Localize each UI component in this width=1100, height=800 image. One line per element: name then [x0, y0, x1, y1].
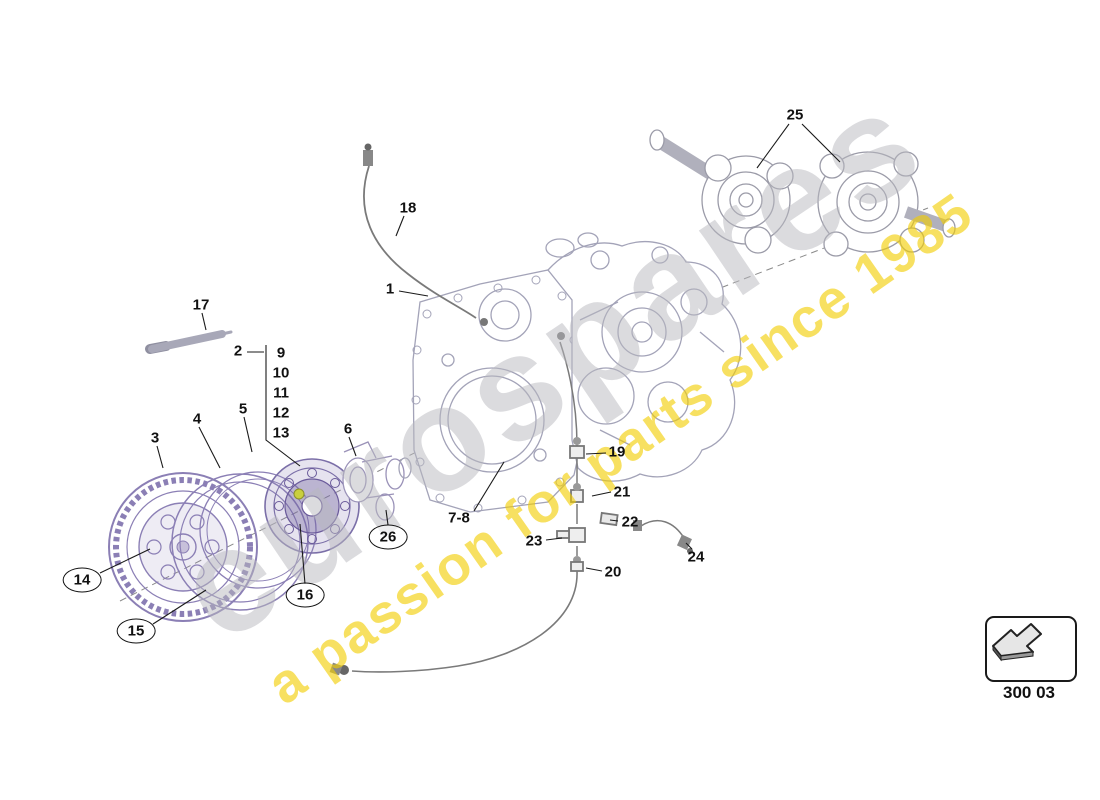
callout-10[interactable]: 10	[272, 364, 290, 382]
drive-flanges	[649, 129, 956, 257]
callout-3[interactable]: 3	[150, 429, 160, 447]
callout-21[interactable]: 21	[613, 483, 631, 501]
callout-16[interactable]: 16	[285, 582, 325, 608]
callout-22[interactable]: 22	[621, 513, 639, 531]
callout-15[interactable]: 15	[116, 618, 156, 644]
clutch-assembly	[108, 458, 360, 622]
callout-14[interactable]: 14	[62, 567, 102, 593]
callout-6[interactable]: 6	[343, 420, 353, 438]
output-flange	[342, 441, 412, 521]
gearbox-housing-body	[480, 232, 742, 482]
callout-23[interactable]: 23	[525, 532, 543, 550]
part-group-code: 300 03	[1003, 683, 1055, 702]
callout-1[interactable]: 1	[385, 280, 395, 298]
callout-7-8[interactable]: 7-8	[448, 509, 470, 527]
callout-5[interactable]: 5	[238, 400, 248, 418]
guide-pin	[145, 330, 233, 354]
callout-2[interactable]: 2	[233, 342, 243, 360]
callout-19[interactable]: 19	[608, 443, 626, 461]
callout-11[interactable]: 11	[273, 384, 289, 402]
callout-4[interactable]: 4	[192, 410, 202, 428]
callout-13[interactable]: 13	[272, 424, 290, 442]
callout-20[interactable]: 20	[604, 563, 622, 581]
callout-17[interactable]: 17	[192, 296, 210, 314]
callout-9[interactable]: 9	[276, 344, 286, 362]
callout-18[interactable]: 18	[399, 199, 417, 217]
sensor-cables	[329, 143, 693, 676]
direction-arrow-icon	[992, 623, 1042, 662]
callout-24[interactable]: 24	[687, 548, 705, 566]
callout-25[interactable]: 25	[786, 106, 804, 124]
callout-26[interactable]: 26	[368, 524, 408, 550]
callout-12[interactable]: 12	[272, 404, 290, 422]
part-group-box[interactable]	[985, 616, 1077, 682]
